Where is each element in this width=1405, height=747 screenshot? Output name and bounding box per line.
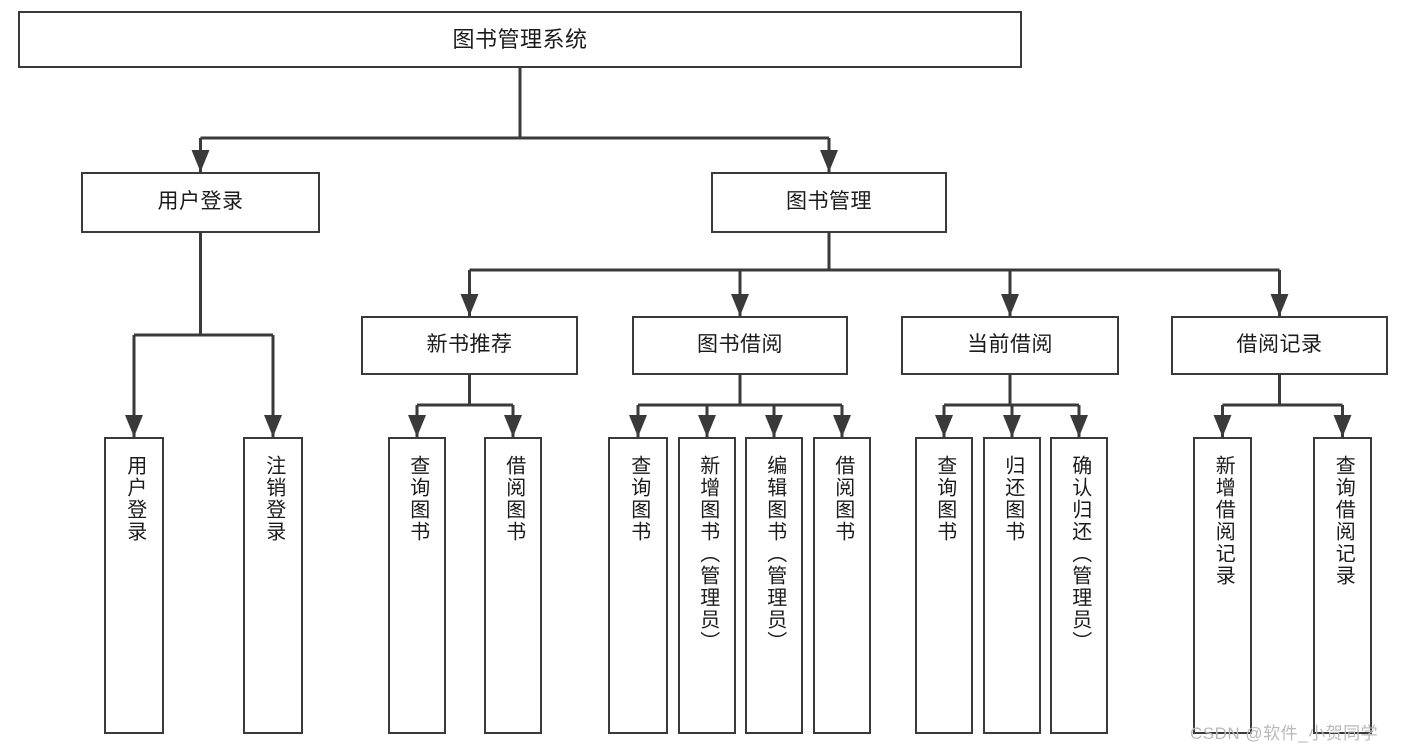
arrowhead xyxy=(935,415,953,437)
node-current-borrow[interactable]: 当前借阅 xyxy=(901,316,1119,375)
arrowhead xyxy=(264,415,282,437)
node-label: 查询借阅记录 xyxy=(1332,455,1355,587)
node-label: 用户登录 xyxy=(123,455,146,543)
node-label: 新增图书（管理员） xyxy=(696,455,719,653)
node-leaf-query-rec[interactable]: 查询借阅记录 xyxy=(1313,437,1372,734)
arrowhead xyxy=(1270,294,1289,316)
node-label: 查询图书 xyxy=(933,455,956,543)
node-leaf-add-book[interactable]: 新增图书（管理员） xyxy=(678,437,736,734)
node-label: 借阅记录 xyxy=(1236,333,1323,357)
node-borrow-record[interactable]: 借阅记录 xyxy=(1171,316,1388,375)
node-book-manage[interactable]: 图书管理 xyxy=(711,172,947,233)
arrowhead xyxy=(833,415,851,437)
arrowhead xyxy=(1213,415,1232,437)
node-leaf-add-rec[interactable]: 新增借阅记录 xyxy=(1193,437,1252,734)
node-label: 借阅图书 xyxy=(831,455,854,543)
node-leaf-borrow-1[interactable]: 借阅图书 xyxy=(484,437,542,734)
node-label: 确认归还（管理员） xyxy=(1068,455,1091,653)
node-label: 当前借阅 xyxy=(967,333,1053,357)
node-label: 归还图书 xyxy=(1001,455,1024,543)
node-leaf-return[interactable]: 归还图书 xyxy=(983,437,1041,734)
arrowhead xyxy=(698,415,716,437)
node-label: 图书管理 xyxy=(786,190,872,214)
node-label: 查询图书 xyxy=(406,455,429,543)
node-label: 注销登录 xyxy=(262,455,285,543)
arrowhead xyxy=(460,294,479,316)
node-label: 图书管理系统 xyxy=(452,26,588,52)
node-leaf-query-3[interactable]: 查询图书 xyxy=(915,437,973,734)
arrowhead xyxy=(1333,415,1352,437)
arrowhead xyxy=(1001,294,1019,316)
node-book-borrow[interactable]: 图书借阅 xyxy=(632,316,848,375)
node-label: 查询图书 xyxy=(627,455,650,543)
arrowhead xyxy=(408,415,426,437)
node-label: 用户登录 xyxy=(157,190,244,214)
arrowhead xyxy=(629,415,647,437)
node-label: 图书借阅 xyxy=(697,333,783,357)
arrowhead xyxy=(191,150,210,172)
node-new-book-rec[interactable]: 新书推荐 xyxy=(361,316,578,375)
arrowhead xyxy=(765,415,783,437)
node-leaf-logout[interactable]: 注销登录 xyxy=(243,437,303,734)
node-label: 编辑图书（管理员） xyxy=(763,455,786,653)
node-user-login[interactable]: 用户登录 xyxy=(81,172,320,233)
arrowhead xyxy=(1003,415,1021,437)
arrowhead xyxy=(820,150,838,172)
node-label: 借阅图书 xyxy=(502,455,525,543)
node-leaf-edit-book[interactable]: 编辑图书（管理员） xyxy=(745,437,803,734)
arrowhead xyxy=(1070,415,1088,437)
arrowhead xyxy=(731,294,749,316)
node-leaf-login[interactable]: 用户登录 xyxy=(104,437,164,734)
arrowhead xyxy=(504,415,522,437)
node-label: 新增借阅记录 xyxy=(1212,455,1235,587)
node-label: 新书推荐 xyxy=(426,333,513,357)
node-root[interactable]: 图书管理系统 xyxy=(18,11,1022,68)
node-leaf-confirm[interactable]: 确认归还（管理员） xyxy=(1050,437,1108,734)
arrowhead xyxy=(125,415,143,437)
node-leaf-query-1[interactable]: 查询图书 xyxy=(388,437,446,734)
watermark: CSDN @软件_小贺同学 xyxy=(1190,724,1379,743)
node-leaf-query-2[interactable]: 查询图书 xyxy=(608,437,668,734)
node-leaf-borrow-2[interactable]: 借阅图书 xyxy=(813,437,871,734)
